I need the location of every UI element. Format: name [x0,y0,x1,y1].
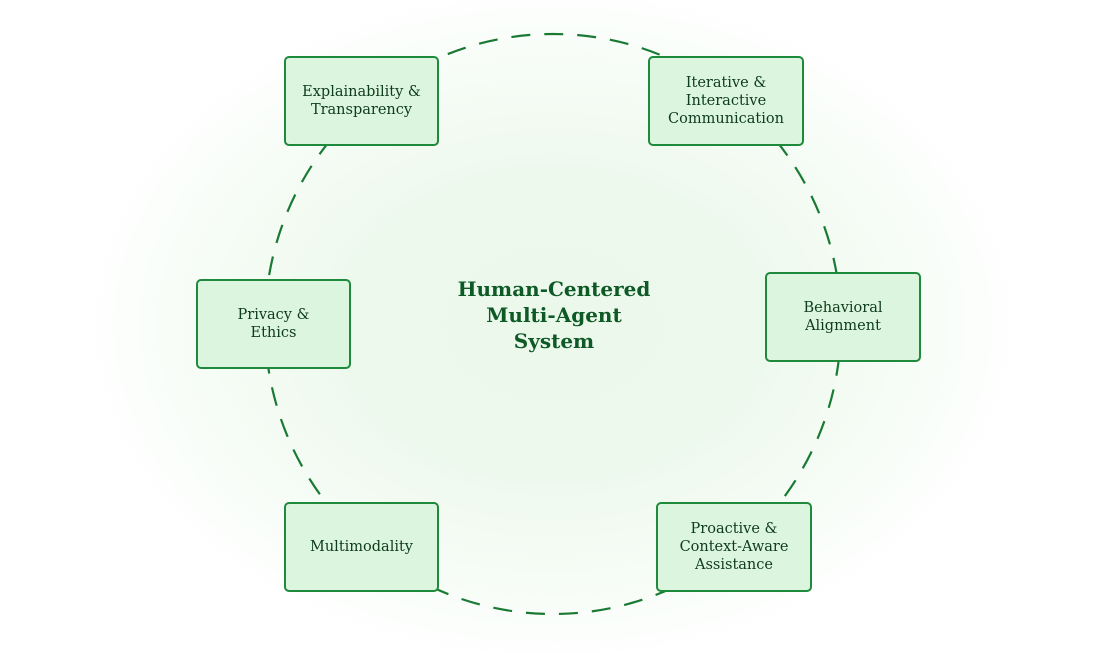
node-explainability-transparency: Explainability & Transparency [284,56,439,146]
node-proactive-context-aware-assistance: Proactive & Context-Aware Assistance [656,502,812,592]
center-title: Human-Centered Multi-Agent System [457,277,651,353]
node-privacy-ethics: Privacy & Ethics [196,279,351,369]
node-multimodality: Multimodality [284,502,439,592]
node-iterative-interactive-communication: Iterative & Interactive Communication [648,56,804,146]
node-behavioral-alignment: Behavioral Alignment [765,272,921,362]
